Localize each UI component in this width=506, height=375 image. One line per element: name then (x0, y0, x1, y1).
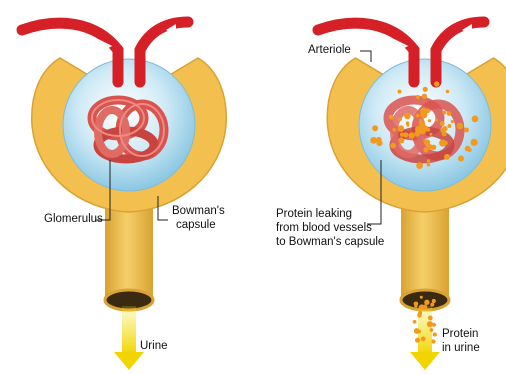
protein-dot (376, 140, 382, 146)
protein-dot (434, 81, 439, 86)
protein-dot (429, 133, 432, 136)
protein-dot (422, 305, 427, 310)
right-nephron (318, 22, 506, 370)
protein-dot (427, 159, 431, 163)
protein-dot (440, 121, 445, 126)
protein-dot (427, 321, 433, 327)
protein-dot (430, 328, 434, 332)
protein-dot (418, 311, 422, 315)
protein-dot (447, 111, 452, 116)
protein-dot (447, 124, 451, 128)
protein-dot (406, 124, 409, 127)
protein-dot (472, 116, 479, 123)
protein-dot (451, 120, 454, 123)
protein-dot (413, 320, 417, 324)
protein-dot (398, 125, 405, 132)
right-tubule (401, 200, 449, 300)
protein-dot (404, 113, 410, 119)
bowmans-capsule-label-line1: Bowman's (172, 205, 225, 218)
protein-dot (416, 162, 423, 169)
protein-dot (403, 132, 408, 137)
protein-in-urine-label-line2: in urine (442, 342, 480, 355)
protein-dot (416, 95, 420, 99)
protein-dot (423, 87, 428, 92)
urine-icon (114, 306, 144, 370)
protein-dot (416, 114, 420, 118)
protein-dot (409, 132, 415, 138)
left-tubule (105, 200, 153, 300)
left-nephron (22, 22, 226, 370)
protein-dot (398, 117, 402, 121)
protein-dot (370, 137, 377, 144)
protein-dot (464, 128, 469, 133)
protein-dot (442, 111, 446, 115)
protein-dot (422, 94, 427, 99)
protein-leaking-label-line1: Protein leaking (276, 208, 352, 221)
protein-dot (430, 303, 434, 307)
protein-dot (421, 337, 426, 342)
arteriole-leader (360, 51, 371, 62)
protein-dot (446, 90, 450, 94)
protein-dot (419, 119, 423, 123)
protein-dot (390, 143, 396, 149)
bowmans-capsule-label-line2: capsule (176, 219, 216, 232)
protein-dot (428, 316, 433, 321)
arteriole-label: Arteriole (308, 44, 351, 57)
protein-dot (432, 299, 436, 303)
protein-dot (398, 90, 402, 94)
protein-dot (398, 137, 404, 143)
protein-dot (420, 296, 423, 299)
protein-dot (414, 131, 420, 137)
protein-dot (442, 131, 447, 136)
protein-dot (389, 115, 394, 120)
protein-dot (431, 339, 435, 343)
protein-dot (443, 141, 448, 146)
protein-dot (420, 108, 427, 115)
protein-dot (392, 128, 396, 132)
protein-dot (458, 156, 464, 162)
protein-dot (424, 300, 429, 305)
protein-dot (427, 163, 431, 167)
protein-dot (444, 154, 450, 160)
protein-dot (372, 125, 378, 131)
protein-dot (435, 119, 438, 122)
protein-in-urine-label-line1: Protein (442, 328, 478, 341)
protein-dot (414, 305, 417, 308)
protein-dot (428, 119, 431, 122)
protein-dot (415, 338, 420, 343)
protein-dot (471, 139, 478, 146)
protein-dot (442, 126, 448, 132)
protein-dot (459, 124, 463, 128)
protein-leaking-label-line3: to Bowman's capsule (276, 236, 384, 249)
protein-dot (424, 139, 430, 145)
protein-dot (433, 332, 437, 336)
glomerulus-label: Glomerulus (44, 213, 103, 226)
protein-dot (414, 328, 420, 334)
urine-label: Urine (140, 340, 167, 353)
protein-dot (468, 148, 472, 152)
protein-leaking-label-line2: from blood vessels (276, 222, 372, 235)
